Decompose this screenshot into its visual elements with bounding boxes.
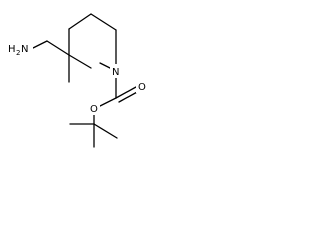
label-mask-carbonyl-o [136,79,148,93]
ester-oxygen-label: O [90,104,98,115]
structure-canvas: H 2 N N O O [0,0,171,151]
bond-c6-c5 [90,13,117,31]
carbonyl-oxygen-label: O [138,82,146,93]
bond-ch2-nh2 [32,40,48,49]
label-mask-amine [7,40,33,55]
bond-c3-c2 [68,54,92,69]
ring-nitrogen-label: N [112,67,119,78]
amine-n-label: N [21,44,28,55]
amine-subscript: 2 [16,49,20,57]
bond-carbonyl-c-o [115,86,137,99]
bond-tbu-c-me3 [93,123,118,139]
bond-c3-ch2 [46,40,70,56]
bond-c5-c4 [68,13,92,30]
label-mask-ester-o [88,101,100,115]
label-mask-ring-n [110,64,122,78]
bond-carbonyl-c-o-double [118,90,140,103]
molecule-diagram: H 2 N N O O [7,13,148,148]
amine-h-label: H [8,44,16,55]
